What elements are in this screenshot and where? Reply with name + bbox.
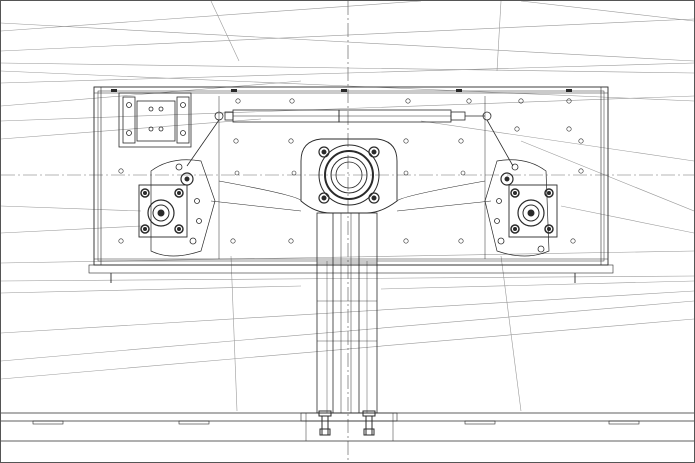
left-gear-assembly[interactable] bbox=[138, 159, 216, 257]
right-gear-assembly[interactable] bbox=[484, 159, 558, 257]
left-clamp-block[interactable] bbox=[118, 92, 192, 148]
pneumatic-cylinder[interactable] bbox=[186, 109, 514, 167]
anchor-bolts[interactable] bbox=[318, 410, 376, 436]
construction-lines bbox=[1, 1, 694, 412]
support-column[interactable] bbox=[316, 212, 378, 414]
center-bearing-hub[interactable] bbox=[210, 138, 492, 214]
frame-holes bbox=[118, 98, 584, 244]
frame-top-fasteners bbox=[111, 89, 572, 92]
base-rail[interactable] bbox=[1, 412, 694, 442]
